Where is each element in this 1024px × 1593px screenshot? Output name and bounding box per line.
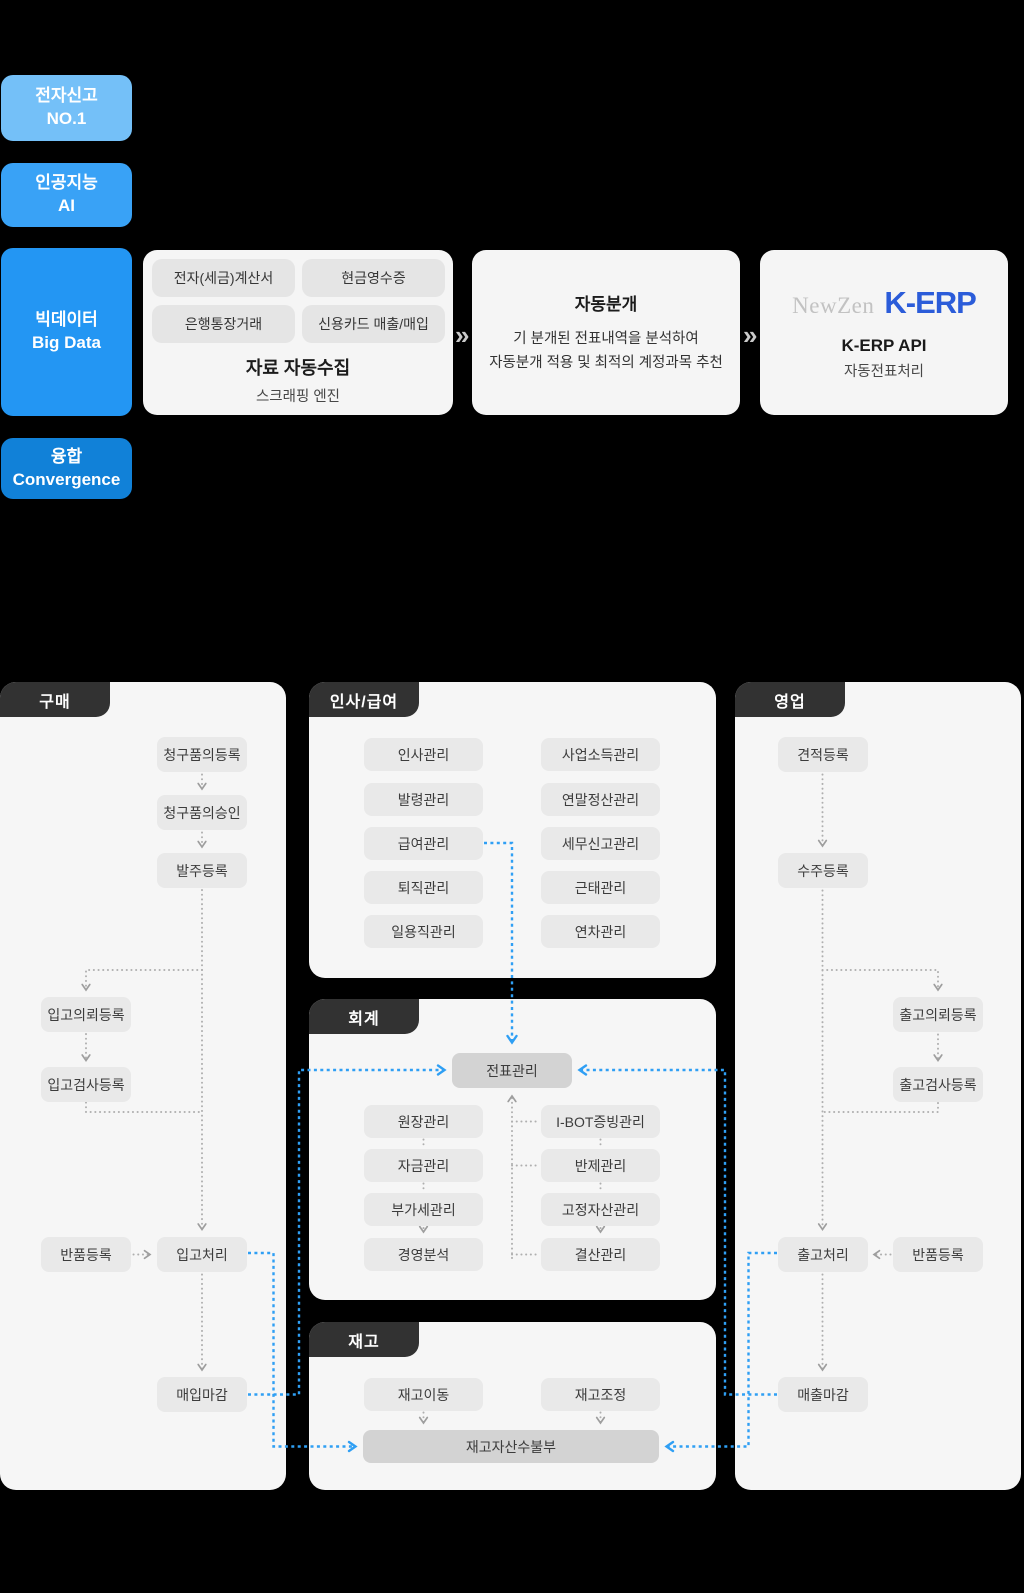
node-hr-daily-worker: 일용직관리: [364, 915, 483, 948]
node-hr-tax-report: 세무신고관리: [541, 827, 660, 860]
node-sales-return-reg: 반품등록: [893, 1237, 983, 1272]
node-acc-ibot-evidence: I-BOT증빙관리: [541, 1105, 660, 1138]
step1-subtitle: 스크래핑 엔진: [255, 389, 341, 405]
node-acc-fixed-asset: 고정자산관리: [541, 1193, 660, 1226]
chip-group: 전자(세금)계산서 현금영수증 은행통장거래 신용카드 매출/매입: [143, 250, 453, 343]
badge-line1: 빅데이터: [35, 310, 98, 330]
node-hr-annual-leave: 연차관리: [541, 915, 660, 948]
badge-line2: AI: [58, 196, 75, 215]
badge-e-report: 전자신고 NO.1: [1, 75, 132, 141]
step3-subtitle: 자동전표처리: [843, 363, 925, 380]
kerp-wordmark: K-ERP: [884, 284, 976, 320]
newzen-wordmark: NewZen: [792, 292, 875, 318]
panel-purchase-tab: 구매: [0, 682, 110, 717]
node-purchase-order-reg: 발주등록: [157, 853, 247, 888]
node-acc-mgmt-analysis: 경영분석: [364, 1238, 483, 1271]
node-purchase-close: 매입마감: [157, 1377, 247, 1412]
double-chevron-icon: »: [743, 320, 758, 350]
node-hr-business-income: 사업소득관리: [541, 738, 660, 771]
panel-hr-payroll-tab: 인사/급여: [309, 682, 419, 717]
chip-bank-transactions: 은행통장거래: [152, 305, 295, 343]
panel-inventory-tab: 재고: [309, 1322, 419, 1357]
node-ship-inspect-reg: 출고검사등록: [893, 1067, 983, 1102]
step-data-collection: 전자(세금)계산서 현금영수증 은행통장거래 신용카드 매출/매입 자료 자동수…: [143, 250, 453, 415]
step2-title: 자동분개: [574, 295, 638, 315]
node-sales-order-reg: 수주등록: [778, 853, 868, 888]
step-kerp-api: NewZen K-ERP K-ERP API 자동전표처리: [760, 250, 1008, 415]
badge-line2: Convergence: [12, 469, 121, 489]
badge-line2: NO.1: [46, 109, 87, 128]
step3-title: K-ERP API: [841, 335, 927, 355]
node-acc-ledger: 원장관리: [364, 1105, 483, 1138]
node-inv-adjust: 재고조정: [541, 1378, 660, 1411]
node-hr-payroll: 급여관리: [364, 827, 483, 860]
node-acc-slip-mgmt: 전표관리: [452, 1053, 572, 1088]
node-receive-process: 입고처리: [157, 1237, 247, 1272]
badge-line1: 인공지능: [35, 173, 98, 193]
node-inv-stock-ledger: 재고자산수불부: [363, 1430, 659, 1463]
badge-line1: 융합: [50, 446, 83, 466]
double-chevron-icon: »: [455, 320, 470, 350]
panel-sales-tab: 영업: [735, 682, 845, 717]
node-sales-quote-reg: 견적등록: [778, 737, 868, 772]
node-hr-year-end-settlement: 연말정산관리: [541, 783, 660, 816]
node-purchase-request-approve: 청구품의승인: [157, 795, 247, 830]
node-purchase-request-reg: 청구품의등록: [157, 737, 247, 772]
node-hr-appointment: 발령관리: [364, 783, 483, 816]
node-acc-closing: 결산관리: [541, 1238, 660, 1271]
newzen-kerp-logo: NewZen K-ERP: [792, 284, 977, 321]
panel-accounting-tab: 회계: [309, 999, 419, 1034]
node-acc-offset: 반제관리: [541, 1149, 660, 1182]
node-ship-process: 출고처리: [778, 1237, 868, 1272]
step1-title: 자료 자동수집: [245, 358, 351, 378]
node-sales-close: 매출마감: [778, 1377, 868, 1412]
badge-bigdata: 빅데이터 Big Data: [1, 248, 132, 416]
step-auto-journal: 자동분개 기 분개된 전표내역을 분석하여 자동분개 적용 및 최적의 계정과목…: [472, 250, 740, 415]
node-acc-vat: 부가세관리: [364, 1193, 483, 1226]
badge-line1: 전자신고: [35, 86, 98, 106]
badge-line2: Big Data: [32, 333, 101, 352]
node-ship-request-reg: 출고의뢰등록: [893, 997, 983, 1032]
node-hr-personnel: 인사관리: [364, 738, 483, 771]
node-hr-retirement: 퇴직관리: [364, 871, 483, 904]
node-inv-move: 재고이동: [364, 1378, 483, 1411]
chip-cash-receipt: 현금영수증: [302, 259, 445, 297]
node-receive-inspect-reg: 입고검사등록: [41, 1067, 131, 1102]
chip-card-sales-purchase: 신용카드 매출/매입: [302, 305, 445, 343]
node-acc-funds: 자금관리: [364, 1149, 483, 1182]
badge-ai: 인공지능 AI: [1, 163, 132, 227]
node-hr-attendance: 근태관리: [541, 871, 660, 904]
node-purchase-return-reg: 반품등록: [41, 1237, 131, 1272]
node-receive-request-reg: 입고의뢰등록: [41, 997, 131, 1032]
step2-desc-line1: 기 분개된 전표내역을 분석하여: [513, 331, 699, 348]
step2-desc-line2: 자동분개 적용 및 최적의 계정과목 추천: [489, 354, 723, 371]
chip-e-tax-invoice: 전자(세금)계산서: [152, 259, 295, 297]
badge-convergence: 융합 Convergence: [1, 438, 132, 499]
